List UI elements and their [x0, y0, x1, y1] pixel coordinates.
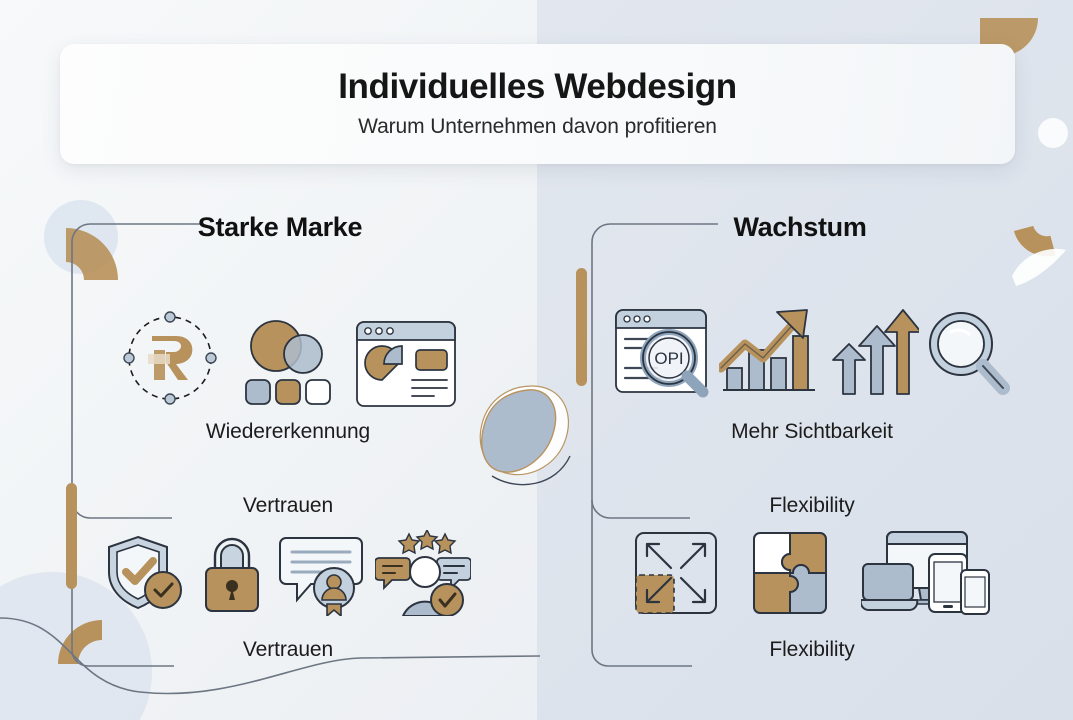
- shield-check-icon: [108, 535, 182, 610]
- page-title: Individuelles Webdesign: [338, 67, 737, 107]
- icon-row-vertrauen: [96, 530, 476, 616]
- connector-pill-gold-right: [576, 268, 587, 386]
- page-subtitle: Warum Unternehmen davon profitieren: [358, 114, 717, 138]
- brand-logo-r-icon: [123, 311, 217, 405]
- certified-review-icon: [279, 537, 363, 616]
- label-vertrauen-top: Vertrauen: [242, 494, 334, 517]
- icon-row-sichtbarkeit: OPI: [612, 306, 1012, 398]
- decor-circle-white-right: [1038, 118, 1068, 148]
- label-mehr-sichtbarkeit: Mehr Sichtbarkeit: [731, 420, 893, 443]
- color-palette-icon: [245, 320, 331, 405]
- column-heading-starke-marke: Starke Marke: [197, 212, 363, 242]
- decor-planet-center: [479, 385, 571, 486]
- decor-circle-top-left: [44, 200, 118, 274]
- seo-lens-label: OPI: [654, 349, 683, 368]
- decor-arc-gold-bottom-left: [58, 620, 102, 664]
- icon-row-wiedererkennung: [108, 306, 468, 410]
- rising-arrows-icon: [832, 309, 919, 395]
- column-heading-wachstum: Wachstum: [733, 212, 867, 242]
- puzzle-pieces-icon: [753, 532, 827, 614]
- testimonial-stars-icon: [375, 530, 471, 616]
- connector-pill-gold-left: [66, 483, 77, 589]
- seo-browser-magnifier-icon: OPI: [615, 309, 709, 398]
- responsive-devices-icon: [861, 531, 990, 615]
- label-flexibility-bottom: Flexibility: [769, 638, 855, 661]
- icon-row-flexibility: [612, 530, 1012, 616]
- decor-arc-gold-right-mid: [1013, 225, 1055, 257]
- magnifier-icon: [929, 312, 1010, 395]
- brand-dashboard-icon: [356, 321, 456, 407]
- title-card: Individuelles Webdesign Warum Unternehme…: [60, 44, 1015, 164]
- label-flexibility-top: Flexibility: [769, 494, 855, 517]
- decor-leaf-white-right: [1012, 248, 1066, 286]
- growth-bar-chart-icon: [719, 309, 815, 391]
- label-vertrauen-bottom: Vertrauen: [242, 638, 334, 661]
- padlock-icon: [205, 537, 259, 612]
- resize-scale-icon: [635, 532, 717, 614]
- label-wiedererkennung: Wiedererkennung: [205, 420, 371, 443]
